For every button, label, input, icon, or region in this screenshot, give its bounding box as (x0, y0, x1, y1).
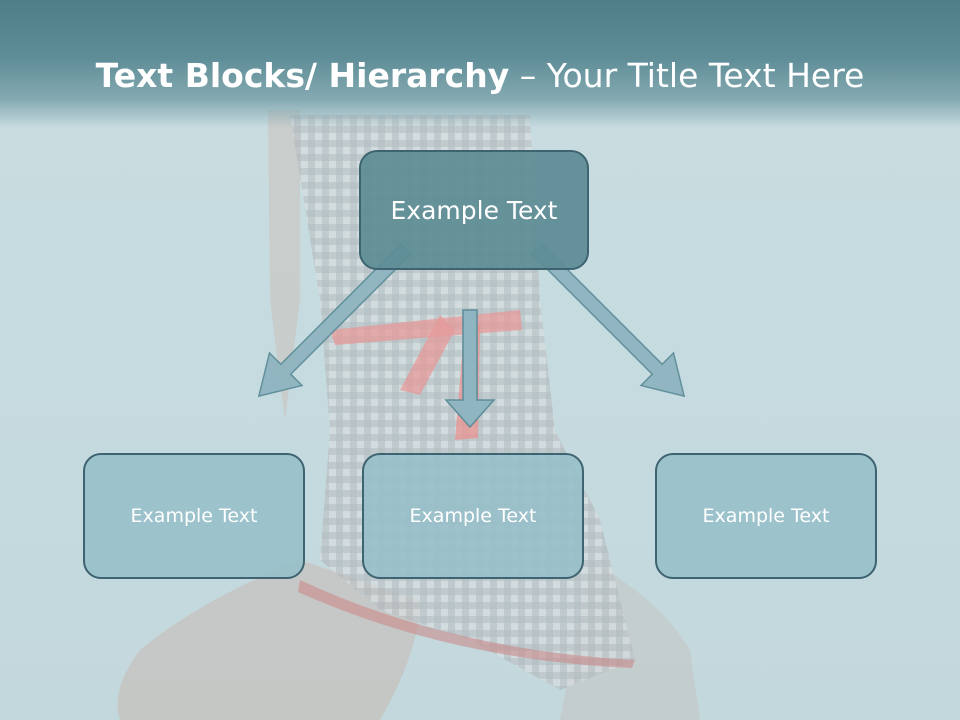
title-bar (0, 0, 960, 128)
child-box-text: Example Text (130, 505, 258, 527)
child-box-right[interactable]: Example Text (655, 453, 877, 579)
slide-title: Text Blocks/ Hierarchy – Your Title Text… (0, 56, 960, 96)
child-box-text: Example Text (702, 505, 830, 527)
child-box-text: Example Text (409, 505, 537, 527)
top-box-text: Example Text (390, 195, 558, 225)
child-box-middle[interactable]: Example Text (362, 453, 584, 579)
title-bold-part: Text Blocks/ Hierarchy (95, 56, 510, 95)
title-rest-part: – Your Title Text Here (509, 56, 865, 95)
child-box-left[interactable]: Example Text (83, 453, 305, 579)
top-level-box[interactable]: Example Text (359, 150, 589, 270)
